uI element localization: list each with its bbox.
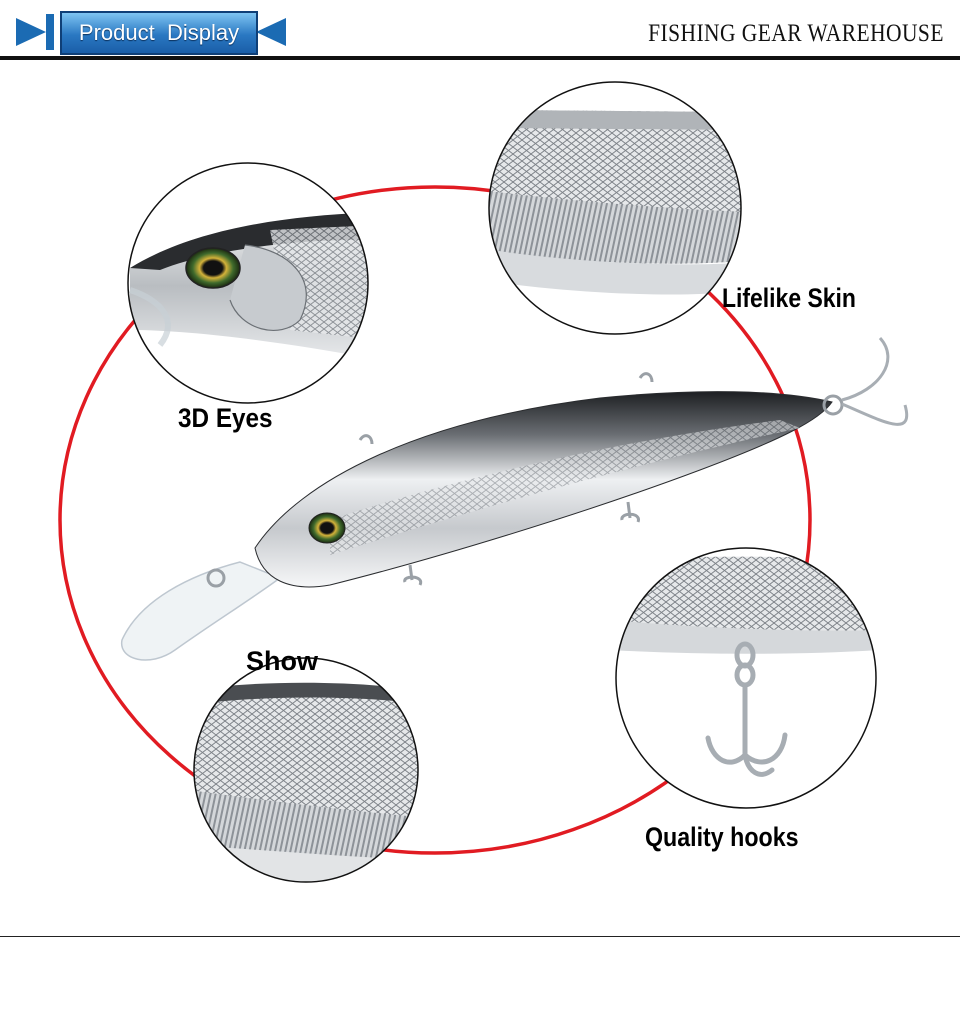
- left-arrow-icon: [16, 18, 46, 46]
- label-show: Show: [246, 646, 318, 676]
- product-display-banner: Product Display: [16, 8, 286, 56]
- treble-hook-icon: [705, 641, 788, 777]
- detail-circle-show: [193, 657, 419, 883]
- page-header: Product Display FISHING GEAR WAREHOUSE: [0, 0, 960, 62]
- banner-box: Product Display: [60, 11, 258, 55]
- label-lifelike-skin: Lifelike Skin: [722, 283, 856, 313]
- eye-detail-icon: [185, 247, 241, 289]
- lure-lip: [121, 561, 282, 661]
- footer-divider: [0, 936, 960, 937]
- right-arrow-icon: [256, 18, 286, 46]
- banner-title: Product Display: [78, 20, 240, 45]
- header-divider: [0, 56, 960, 60]
- detail-circle-skin: [488, 81, 742, 335]
- label-3d-eyes: 3D Eyes: [178, 403, 273, 433]
- line-tie-icon: [206, 568, 226, 588]
- left-bar-icon: [46, 14, 54, 50]
- label-quality-hooks: Quality hooks: [645, 822, 799, 852]
- highlight-ring: [58, 185, 812, 855]
- product-illustration: [58, 81, 909, 883]
- brand-name: FISHING GEAR WAREHOUSE: [648, 20, 944, 47]
- lure-eye-icon: [308, 512, 346, 544]
- detail-circle-eyes: [127, 162, 369, 404]
- tail-hook-icon: [841, 336, 909, 426]
- detail-circle-hooks: [615, 547, 877, 809]
- fishing-lure: [121, 336, 909, 661]
